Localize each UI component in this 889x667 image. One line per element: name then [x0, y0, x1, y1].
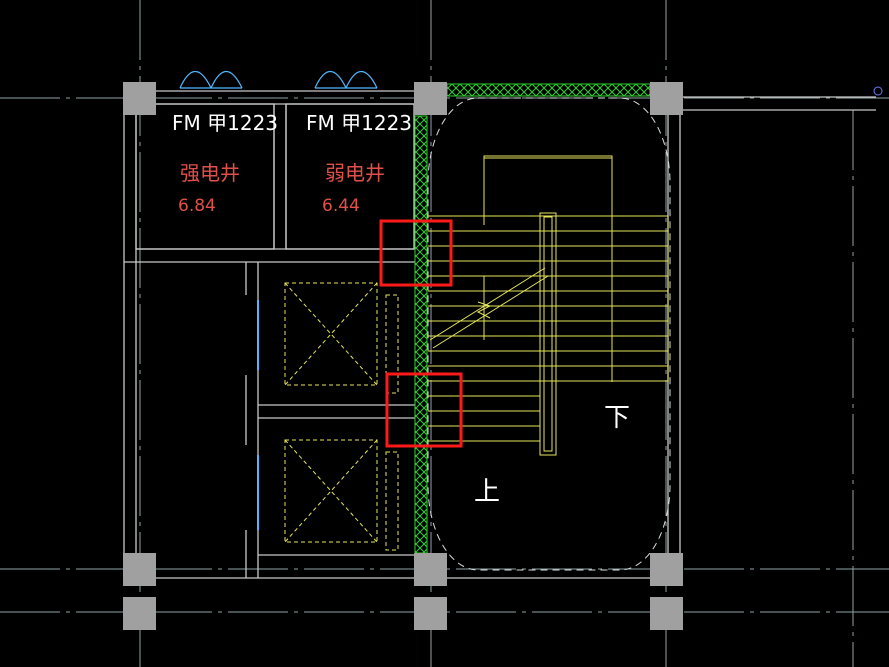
highlight-box-lower [385, 372, 463, 448]
axis-marker-icon [873, 86, 883, 96]
stair-up-label: 上 [474, 477, 500, 507]
stair-down-label: 下 [604, 403, 630, 433]
highlight-box-upper [379, 219, 453, 287]
right-room-elevation: 6.44 [322, 196, 360, 216]
door-swing-icon [179, 70, 378, 89]
right-door-tag: FM 甲1223 [306, 111, 412, 135]
stair-boundary [427, 97, 671, 571]
hatched-walls [414, 83, 651, 554]
columns [123, 82, 683, 630]
left-room-name: 强电井 [180, 161, 240, 185]
stair-treads [428, 155, 669, 456]
left-room-elevation: 6.84 [178, 196, 216, 216]
right-room-name: 弱电井 [325, 161, 385, 185]
left-door-tag: FM 甲1223 [172, 111, 278, 135]
highlight-boxes [379, 219, 463, 448]
section-break-icon [476, 301, 492, 319]
elevator-cross-icon [284, 282, 399, 551]
